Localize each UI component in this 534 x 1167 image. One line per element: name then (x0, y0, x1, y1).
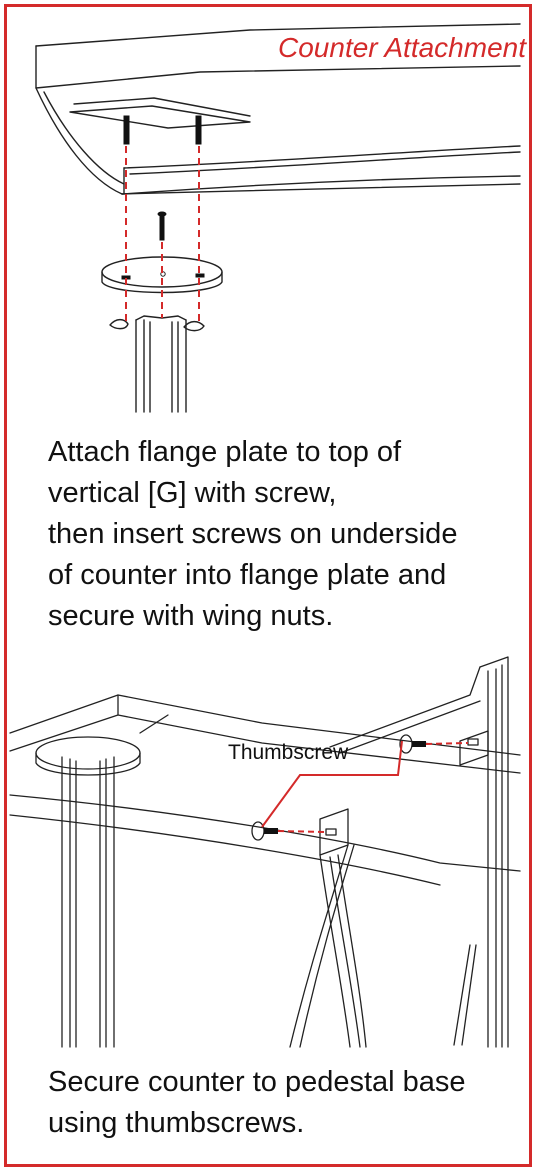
step1-caption-line: of counter into flange plate and (48, 559, 447, 591)
page-title: Counter Attachment (278, 32, 526, 63)
step2-caption-line: Secure counter to pedestal base (48, 1066, 466, 1098)
leg-front (319, 854, 367, 1048)
pedestal-base-illustration: Thumbscrew (9, 656, 521, 1048)
step1-caption-line: Attach flange plate to top of (48, 436, 402, 468)
bracket-front (319, 808, 349, 856)
wing-nut-right (183, 320, 205, 332)
wing-nut-left (109, 318, 129, 330)
step2-caption-line: using thumbscrews. (48, 1107, 305, 1139)
counter-corner-inner (43, 91, 125, 185)
counter-corner-outer (35, 87, 123, 195)
counter-front-lower (121, 175, 521, 195)
frame-upright-right (479, 656, 509, 1048)
mounting-panel (69, 105, 251, 129)
step2-caption: Secure counter to pedestal base using th… (48, 1062, 518, 1144)
bracket-right (459, 730, 489, 766)
screw-left (123, 115, 130, 145)
brace-diagonal (289, 844, 355, 1048)
center-screw (159, 213, 165, 241)
step1-caption: Attach flange plate to top of vertical [… (48, 432, 518, 637)
thumbscrew-icon (251, 821, 265, 841)
thumbscrew-path (425, 742, 469, 745)
pedestal-vertical (61, 756, 115, 1048)
page-border (4, 4, 532, 1167)
step1-caption-line: vertical [G] with screw, (48, 477, 337, 509)
counter-edge-back (35, 23, 521, 47)
counter-front-upper (123, 145, 521, 169)
step1-caption-line: secure with wing nuts. (48, 600, 334, 632)
callout-leader (261, 740, 403, 828)
flange-plate (35, 736, 141, 770)
counter-edge-top (35, 45, 521, 89)
screw-right (195, 115, 202, 145)
step1-caption-line: then insert screws on underside (48, 518, 458, 550)
counter-back-edge (9, 694, 521, 756)
vertical-post-g (135, 319, 187, 413)
frame-rail-top (329, 666, 481, 754)
thumbscrew-label: Thumbscrew (228, 741, 349, 764)
counter-attachment-illustration (35, 23, 521, 413)
thumbscrew-path (277, 830, 327, 833)
